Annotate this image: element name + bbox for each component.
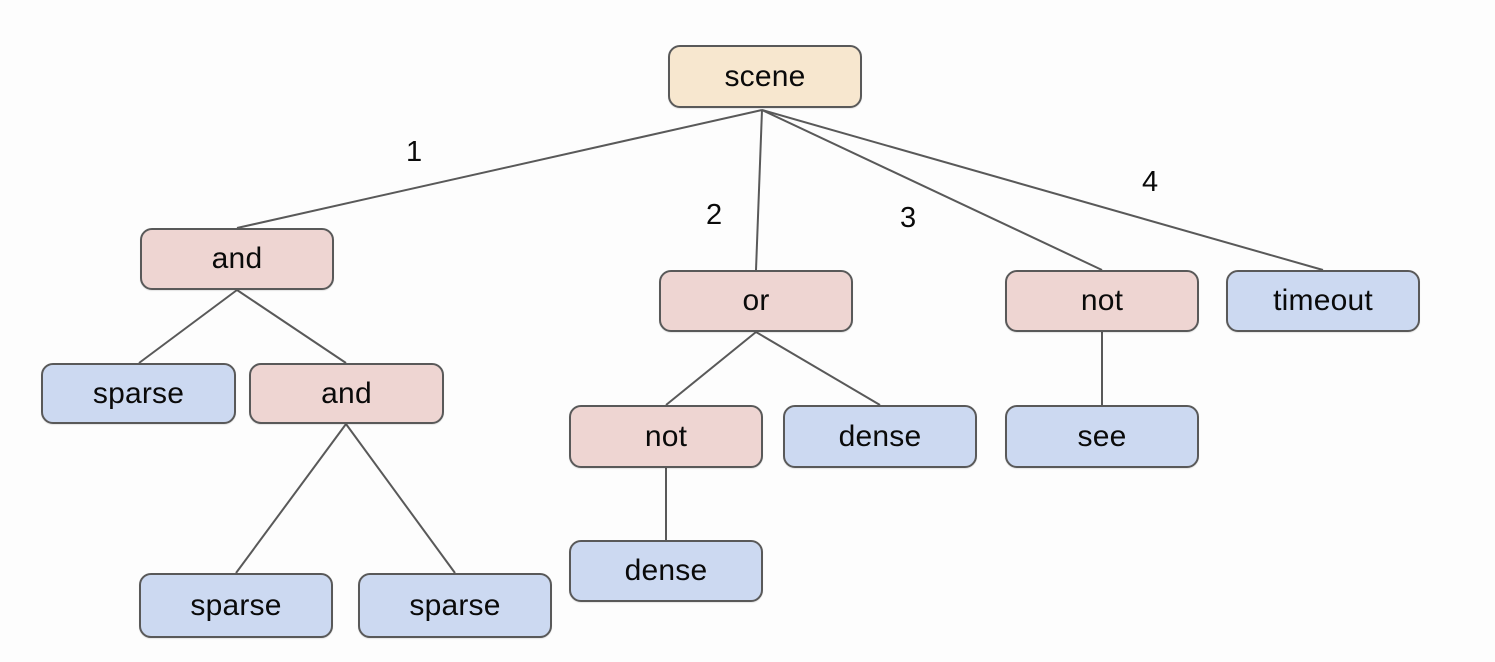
tree-node-dense1[interactable]: dense: [783, 405, 977, 468]
tree-node-dense2[interactable]: dense: [569, 540, 763, 602]
tree-node-label: dense: [624, 554, 708, 587]
tree-node-sparse2[interactable]: sparse: [139, 573, 333, 638]
tree-edge: [235, 423, 347, 574]
edge-label-3: 3: [900, 202, 917, 234]
tree-node-timeout[interactable]: timeout: [1226, 270, 1420, 332]
tree-node-scene[interactable]: scene: [668, 45, 862, 108]
tree-edge: [755, 331, 881, 406]
tree-node-label: sparse: [409, 588, 501, 622]
tree-node-and1[interactable]: and: [140, 228, 334, 290]
tree-edge: [138, 289, 238, 364]
tree-node-label: and: [321, 376, 372, 410]
tree-edge: [665, 331, 757, 406]
tree-node-label: and: [211, 242, 263, 275]
tree-node-label: see: [1077, 419, 1127, 453]
tree-node-label: scene: [724, 59, 806, 93]
edge-label-1: 1: [406, 136, 423, 168]
tree-node-label: not: [1080, 284, 1124, 317]
tree-node-or1[interactable]: or: [659, 270, 853, 332]
edge-label-4: 4: [1142, 166, 1159, 198]
tree-node-label: or: [742, 284, 770, 317]
tree-node-label: sparse: [190, 588, 282, 622]
tree-node-sparse3[interactable]: sparse: [358, 573, 552, 638]
tree-edge: [761, 109, 1103, 271]
edge-label-2: 2: [706, 199, 723, 231]
tree-edge: [236, 109, 763, 229]
tree-edge: [236, 289, 347, 364]
tree-edge: [345, 423, 456, 574]
tree-node-not2[interactable]: not: [569, 405, 763, 468]
tree-node-not1[interactable]: not: [1005, 270, 1199, 332]
tree-node-and2[interactable]: and: [249, 363, 444, 424]
tree-node-label: sparse: [92, 376, 185, 410]
tree-edge: [761, 109, 1324, 271]
tree-node-label: dense: [838, 419, 922, 453]
tree-node-see[interactable]: see: [1005, 405, 1199, 468]
tree-edge: [755, 109, 763, 271]
tree-node-label: not: [644, 419, 688, 453]
tree-node-label: timeout: [1273, 284, 1373, 317]
tree-node-sparse1[interactable]: sparse: [41, 363, 236, 424]
